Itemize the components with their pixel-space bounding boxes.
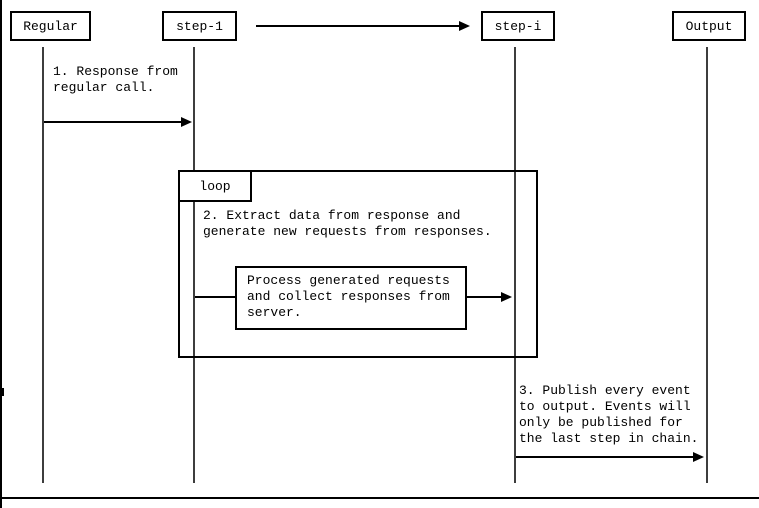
message-1-label: 1. Response from regular call.: [53, 64, 178, 95]
header-continuation-arrow-line: [256, 25, 460, 27]
lifeline-output: [706, 47, 708, 483]
process-box: Process generated requests and collect r…: [235, 266, 467, 330]
actor-box-step-i: step-i: [481, 11, 555, 41]
right-arrowhead-icon: [459, 21, 470, 31]
lifeline-step-i: [514, 47, 516, 483]
loop-label-box: loop: [180, 172, 252, 202]
right-arrowhead-icon: [181, 117, 192, 127]
edge-artifact: [0, 388, 4, 396]
loop-label: loop: [199, 178, 231, 194]
page-bottom-border: [0, 497, 759, 499]
right-arrowhead-icon: [693, 452, 704, 462]
actor-box-step-1: step-1: [162, 11, 237, 41]
message-3-label: 3. Publish every event to output. Events…: [519, 383, 699, 446]
message-1-arrow-line: [44, 121, 182, 123]
actor-box-regular: Regular: [10, 11, 91, 41]
right-arrowhead-icon: [501, 292, 512, 302]
message-2-note: 2. Extract data from response and genera…: [203, 208, 492, 239]
lifeline-regular: [42, 47, 44, 483]
lifeline-step-1: [193, 47, 195, 483]
process-box-connector-line: [195, 296, 235, 298]
actor-label-output: Output: [685, 18, 733, 34]
page-left-border: [0, 0, 2, 508]
actor-label-step-i: step-i: [494, 18, 542, 34]
actor-label-regular: Regular: [23, 18, 78, 34]
loop-fragment-frame: loop: [178, 170, 538, 358]
actor-label-step-1: step-1: [176, 18, 223, 34]
actor-box-output: Output: [672, 11, 746, 41]
message-2-arrow-line: [467, 296, 503, 298]
message-3-arrow-line: [516, 456, 694, 458]
